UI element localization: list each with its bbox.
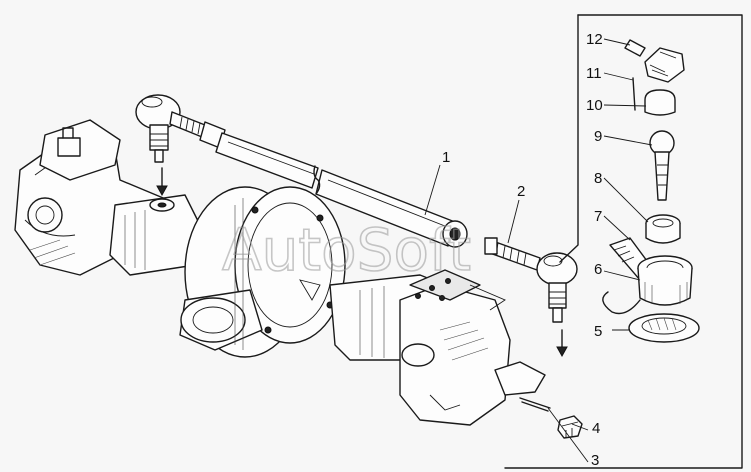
castle-nut-part-4	[557, 415, 583, 439]
watermark-text: AutoSoft	[222, 216, 471, 284]
callout-6: 6	[594, 261, 602, 278]
callout-2: 2	[517, 183, 525, 200]
callout-1: 1	[442, 149, 450, 166]
leader-lines	[424, 38, 653, 463]
callout-12: 12	[586, 31, 603, 48]
callout-7: 7	[594, 208, 602, 225]
front-axle-housing	[14, 119, 546, 426]
callout-8: 8	[594, 170, 602, 187]
cotter-pin-part-3	[519, 397, 551, 412]
callout-11: 11	[586, 65, 602, 82]
ball-joint-detail-inset	[504, 14, 743, 469]
callout-3: 3	[591, 452, 599, 469]
assembly-arrow-right	[556, 329, 568, 358]
rod-end-part-2	[484, 237, 578, 323]
callout-10: 10	[586, 97, 603, 114]
tie-rod-part-1	[135, 94, 468, 248]
callout-4: 4	[592, 420, 600, 437]
washer-left	[149, 167, 175, 212]
callout-5: 5	[594, 323, 602, 340]
callout-9: 9	[594, 128, 602, 145]
